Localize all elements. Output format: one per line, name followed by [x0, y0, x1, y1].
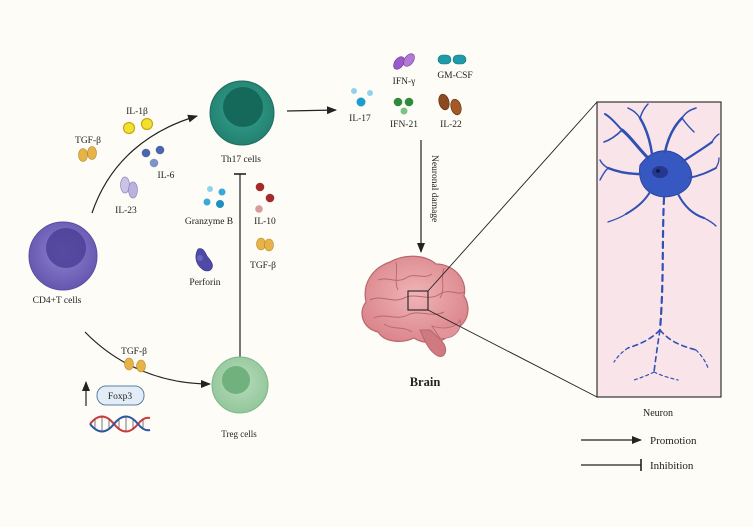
tgfb-top-molecule	[78, 146, 97, 162]
th17-label: Th17 cells	[221, 155, 261, 165]
neuron-panel	[596, 101, 722, 398]
ifn21-label: IFN-21	[390, 120, 418, 130]
il10-molecule	[255, 182, 275, 213]
treg-cell	[211, 356, 269, 414]
th17-cell	[209, 80, 275, 146]
legend-promotion-label: Promotion	[650, 435, 697, 447]
il22-molecule	[438, 93, 462, 116]
granzyme-b-label: Granzyme B	[185, 217, 233, 227]
il10-label: IL-10	[254, 217, 276, 227]
il22-label: IL-22	[440, 120, 462, 130]
ifng-molecule	[393, 53, 415, 70]
ifn21-molecule	[393, 97, 414, 115]
il6-label: IL-6	[158, 171, 175, 181]
cd4-label: CD4+T cells	[33, 296, 82, 306]
il23-label: IL-23	[115, 206, 137, 216]
il17-label: IL-17	[349, 114, 371, 124]
neuron-illustration	[599, 103, 720, 381]
gmcsf-label: GM-CSF	[437, 71, 472, 81]
perforin-molecule	[195, 248, 213, 272]
il6-molecule	[141, 145, 165, 168]
inhibition-treg-to-th17	[234, 173, 246, 357]
perforin-label: Perforin	[189, 277, 220, 288]
legend-inhibition-label: Inhibition	[650, 460, 694, 472]
granzyme-b-molecule	[203, 186, 226, 208]
il17-molecule	[351, 88, 373, 107]
neuron-label: Neuron	[643, 408, 673, 419]
cd4-cell	[28, 221, 98, 291]
tgfb-mid-label: TGF-β	[250, 261, 276, 271]
il1b-molecule	[122, 117, 154, 135]
arrow-cd4-to-treg	[84, 331, 211, 388]
treg-label: Treg cells	[221, 429, 257, 439]
arrow-cd4-to-th17	[91, 114, 198, 214]
legend: Promotion Inhibition	[581, 435, 697, 472]
brain-illustration	[361, 101, 598, 398]
foxp3-label: Foxp3	[108, 392, 133, 402]
il1b-label: IL-1β	[126, 107, 148, 117]
arrows	[82, 106, 425, 406]
neuronal-damage-label: Neuronal damage	[429, 155, 439, 222]
dna-helix	[89, 415, 151, 433]
gmcsf-molecule	[437, 54, 467, 65]
tgfb-top-label: TGF-β	[75, 136, 101, 146]
ifng-label: IFN-γ	[393, 77, 416, 87]
il23-molecule	[120, 176, 138, 199]
brain-label: Brain	[410, 375, 441, 389]
tgfb-low-label: TGF-β	[121, 347, 147, 357]
tgfb-mid-molecule	[256, 237, 274, 252]
tgfb-low-molecule	[124, 357, 146, 373]
legend-inhibition-symbol	[581, 459, 642, 471]
foxp3-box	[96, 385, 145, 406]
arrow-th17-to-cytokines	[286, 106, 337, 115]
